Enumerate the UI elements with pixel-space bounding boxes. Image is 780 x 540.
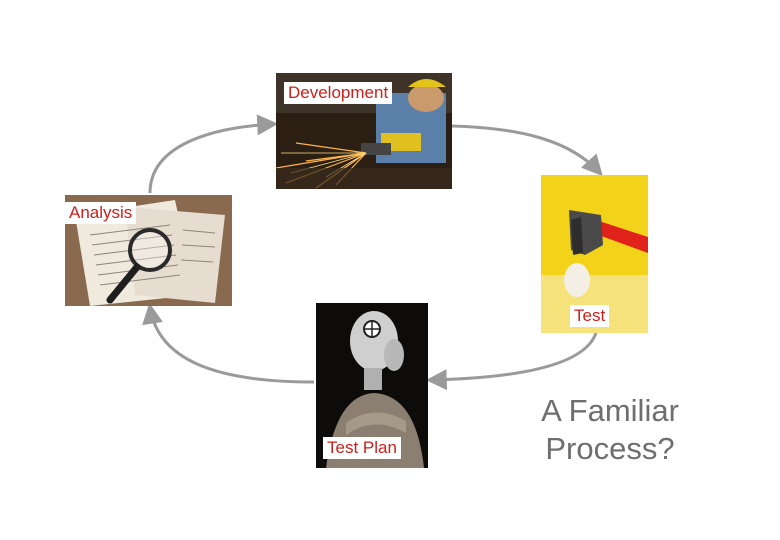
test-photo: Test (541, 175, 648, 333)
arrow-testplan-to-analysis (142, 302, 315, 384)
test-plan-label: Test Plan (323, 437, 401, 459)
magnifier-contract-icon (65, 195, 232, 306)
arrow-test-to-testplan (425, 332, 598, 391)
caption-line-1: A Familiar (541, 393, 679, 428)
analysis-photo: Analysis (65, 195, 232, 306)
test-plan-photo: Test Plan (316, 303, 428, 468)
arrow-analysis-to-development (148, 114, 279, 194)
caption-line-2: Process? (545, 431, 675, 466)
arrow-development-to-test (451, 124, 603, 177)
process-caption: A Familiar Process? (520, 392, 700, 468)
development-label: Development (284, 82, 393, 104)
hammer-egg-icon (541, 175, 648, 333)
development-photo: Development (276, 73, 452, 189)
test-label: Test (570, 305, 610, 327)
analysis-label: Analysis (65, 202, 137, 224)
